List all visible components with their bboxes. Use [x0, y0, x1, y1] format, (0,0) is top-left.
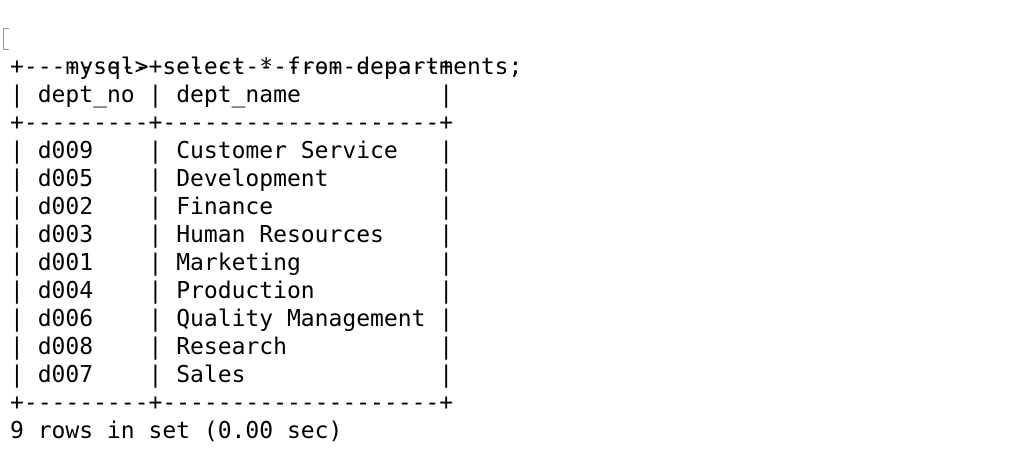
table-separator: | [425, 278, 454, 304]
table-separator: | [425, 306, 454, 332]
table-header-border: +---------+--------------------+ [10, 110, 454, 136]
result-summary: 9 rows in set (0.00 sec) [10, 418, 343, 444]
table-separator: | [10, 334, 38, 360]
cell-dept-no: d007 [37, 362, 135, 388]
table-separator: | [10, 222, 38, 248]
table-separator: | [134, 222, 177, 248]
table-separator: | [425, 82, 454, 108]
table-row: | d009 | Customer Service | [10, 137, 522, 165]
cell-dept-name: Sales [176, 362, 426, 388]
table-separator: | [134, 166, 177, 192]
table-top-border: +---------+--------------------+ [10, 54, 454, 80]
table-separator: | [134, 138, 177, 164]
cell-dept-no: d002 [37, 194, 135, 220]
table-separator: | [134, 250, 177, 276]
cell-dept-no: dept_no [37, 82, 135, 108]
cell-dept-no: d003 [37, 222, 135, 248]
cell-dept-name: Quality Management [176, 306, 426, 332]
cell-dept-no: d006 [37, 306, 135, 332]
table-row: | d006 | Quality Management | [10, 305, 522, 333]
terminal-output: mysql> select * from departments; +-----… [3, 25, 522, 445]
table-separator: | [134, 362, 177, 388]
table-separator: | [10, 362, 38, 388]
selection-mark [3, 28, 9, 50]
table-row: | d007 | Sales | [10, 361, 522, 389]
cell-dept-name: dept_name [176, 82, 426, 108]
table-separator: | [425, 362, 454, 388]
table-separator: | [10, 250, 38, 276]
cell-dept-name: Human Resources [176, 222, 426, 248]
table-separator: | [10, 278, 38, 304]
table-separator: | [10, 306, 38, 332]
cell-dept-name: Customer Service [176, 138, 426, 164]
cell-dept-name: Production [176, 278, 426, 304]
table-row: | d004 | Production | [10, 277, 522, 305]
cell-dept-name: Marketing [176, 250, 426, 276]
mysql-prompt: mysql> [65, 54, 163, 80]
table-separator: | [425, 250, 454, 276]
table-separator: | [10, 82, 38, 108]
cell-dept-no: d009 [37, 138, 135, 164]
command-line: mysql> select * from departments; [3, 25, 522, 80]
cell-dept-no: d008 [37, 334, 135, 360]
table-bottom-border: +---------+--------------------+ [10, 390, 454, 416]
table-separator: | [425, 222, 454, 248]
table-row: | d005 | Development | [10, 165, 522, 193]
table-body: | d009 | Customer Service || d005 | Deve… [10, 137, 522, 389]
table-separator: | [134, 334, 177, 360]
table-separator: | [134, 278, 177, 304]
cell-dept-name: Research [176, 334, 426, 360]
table-row: | d002 | Finance | [10, 193, 522, 221]
table-separator: | [134, 194, 177, 220]
table-separator: | [10, 138, 38, 164]
table-header-row: | dept_no | dept_name | [10, 81, 522, 109]
cell-dept-no: d004 [37, 278, 135, 304]
table-separator: | [134, 82, 177, 108]
cell-dept-no: d001 [37, 250, 135, 276]
table-separator: | [425, 334, 454, 360]
cell-dept-name: Finance [176, 194, 426, 220]
table-separator: | [10, 166, 38, 192]
cell-dept-no: d005 [37, 166, 135, 192]
table-separator: | [425, 166, 454, 192]
table-row: | d001 | Marketing | [10, 249, 522, 277]
sql-command: select * from departments; [162, 54, 523, 80]
table-separator: | [10, 194, 38, 220]
table-separator: | [134, 306, 177, 332]
table-separator: | [425, 138, 454, 164]
table-row: | d003 | Human Resources | [10, 221, 522, 249]
cell-dept-name: Development [176, 166, 426, 192]
table-separator: | [425, 194, 454, 220]
table-row: | d008 | Research | [10, 333, 522, 361]
